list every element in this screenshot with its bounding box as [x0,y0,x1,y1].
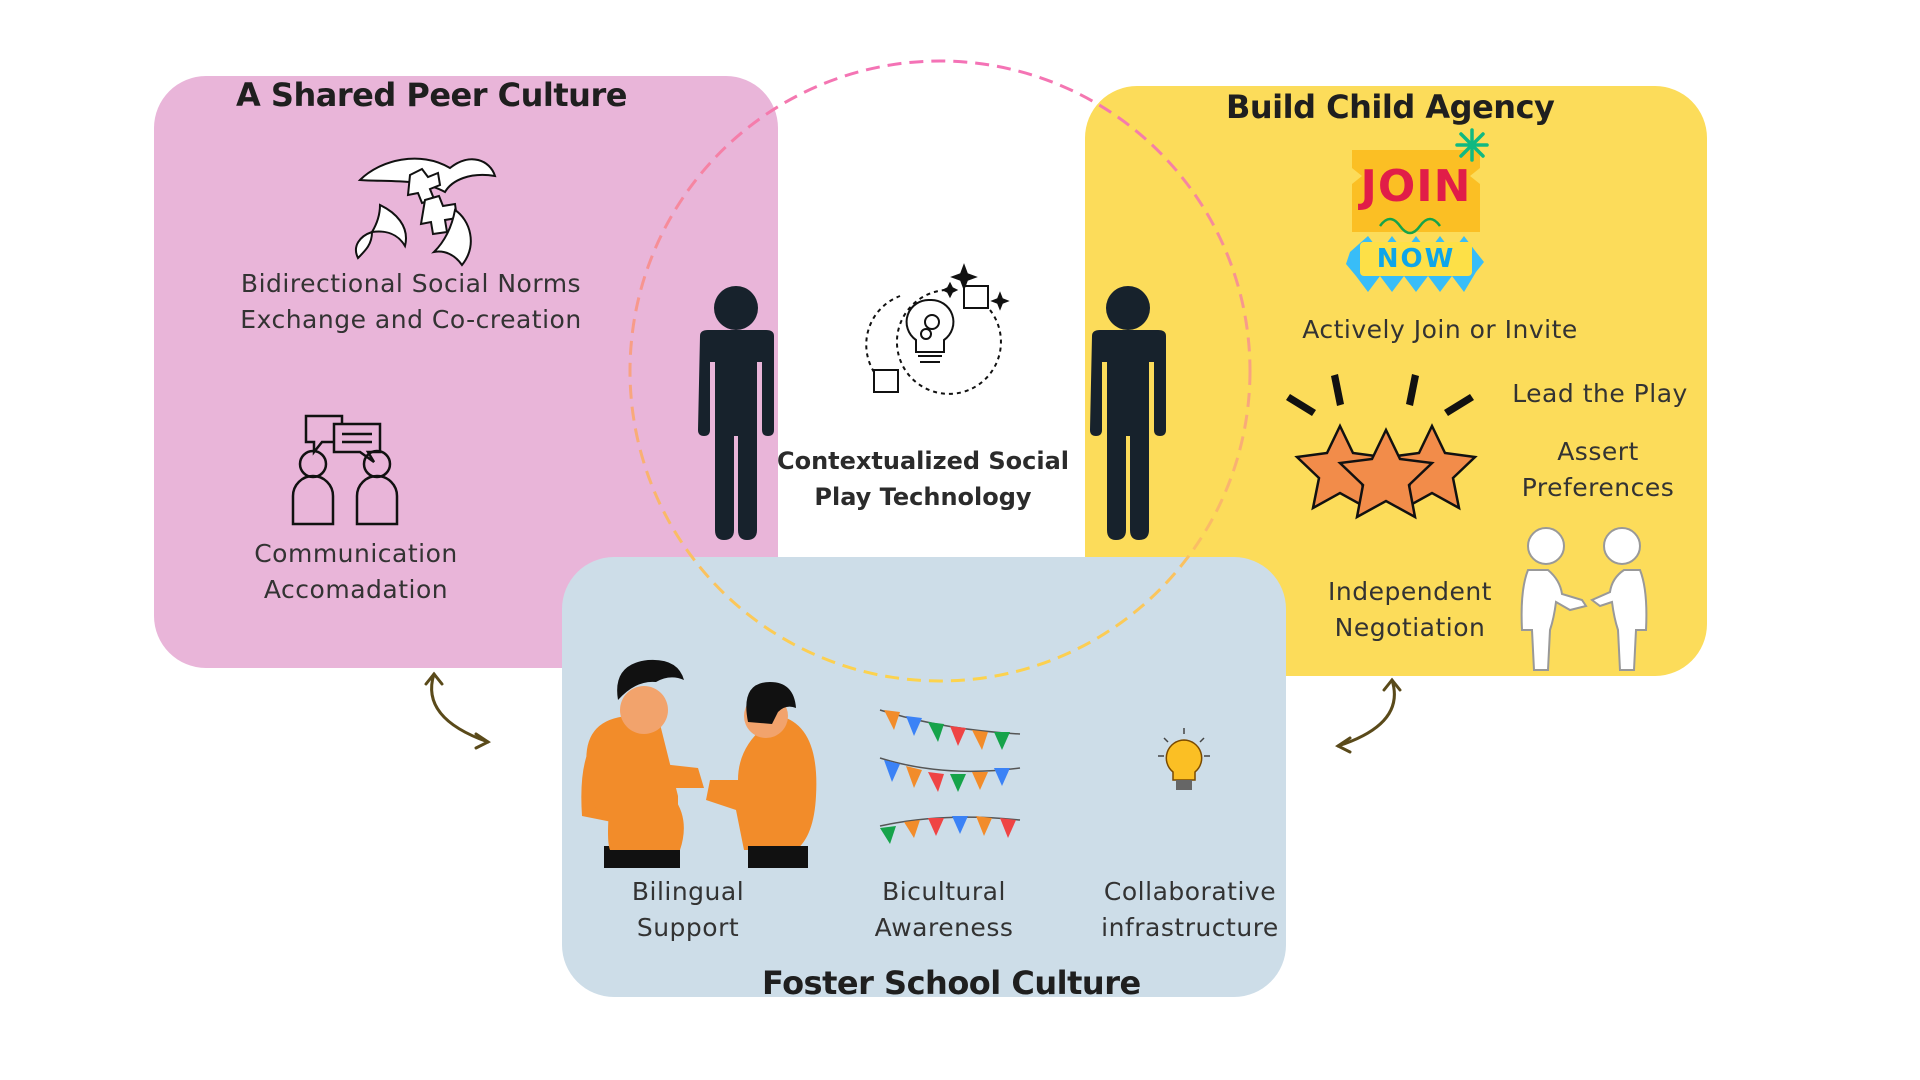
communication-label: Communication Accomadation [226,536,486,608]
assert-label: Assert Preferences [1500,434,1696,506]
collaborative-label-line2: infrastructure [1101,913,1279,942]
communication-label-line1: Communication [254,539,458,568]
school-culture-title: Foster School Culture [762,964,1141,1002]
bicultural-label: Bicultural Awareness [862,874,1026,946]
lead-label: Lead the Play [1512,379,1688,408]
collaborative-label: Collaborative infrastructure [1090,874,1290,946]
bilingual-label-line2: Support [636,913,740,942]
overlap-circle [628,59,1252,683]
norms-label-line1: Bidirectional Social Norms [240,269,582,298]
bunting-flags-icon [879,709,1021,844]
center-label: Contextualized Social Play Technology [768,443,1078,515]
child-agency-title: Build Child Agency [1226,88,1555,126]
curved-double-arrow-icon [424,671,491,750]
handshake-icon [1520,527,1648,671]
peer-culture-title: A Shared Peer Culture [236,76,627,114]
lightbulb-cycle-icon [865,263,1010,395]
idea-bulb-icon [1158,728,1210,790]
stars-icon [1286,374,1478,520]
negotiation-label-line2: Negotiation [1334,613,1486,642]
bicultural-label-line2: Awareness [874,913,1014,942]
norms-label: Bidirectional Social Norms Exchange and … [226,266,596,338]
norms-label-line2: Exchange and Co-creation [240,305,582,334]
negotiation-label-line1: Independent [1328,577,1492,606]
negotiation-label: Independent Negotiation [1320,574,1500,646]
person-icon [698,286,774,540]
speech-people-icon [291,414,399,526]
now-badge-text: NOW [1376,244,1456,274]
assert-label-line2: Preferences [1521,473,1675,502]
conversation-people-icon [581,659,817,868]
center-area [778,250,1085,557]
puzzle-hands-icon [354,157,497,267]
center-label-line2: Play Technology [814,483,1032,511]
collaborative-label-line1: Collaborative [1103,877,1277,906]
join-label: Actively Join or Invite [1302,315,1578,344]
communication-label-line2: Accomadation [263,575,449,604]
bilingual-label-line1: Bilingual [631,877,745,906]
join-badge-text: JOIN [1360,161,1472,212]
bilingual-label: Bilingual Support [608,874,768,946]
assert-label-line1: Assert [1557,437,1639,466]
center-label-line1: Contextualized Social [776,447,1070,475]
bicultural-label-line1: Bicultural [882,877,1006,906]
curved-double-arrow-icon [1335,677,1402,754]
person-icon [1090,286,1166,540]
join-now-badge-icon [1346,128,1489,292]
